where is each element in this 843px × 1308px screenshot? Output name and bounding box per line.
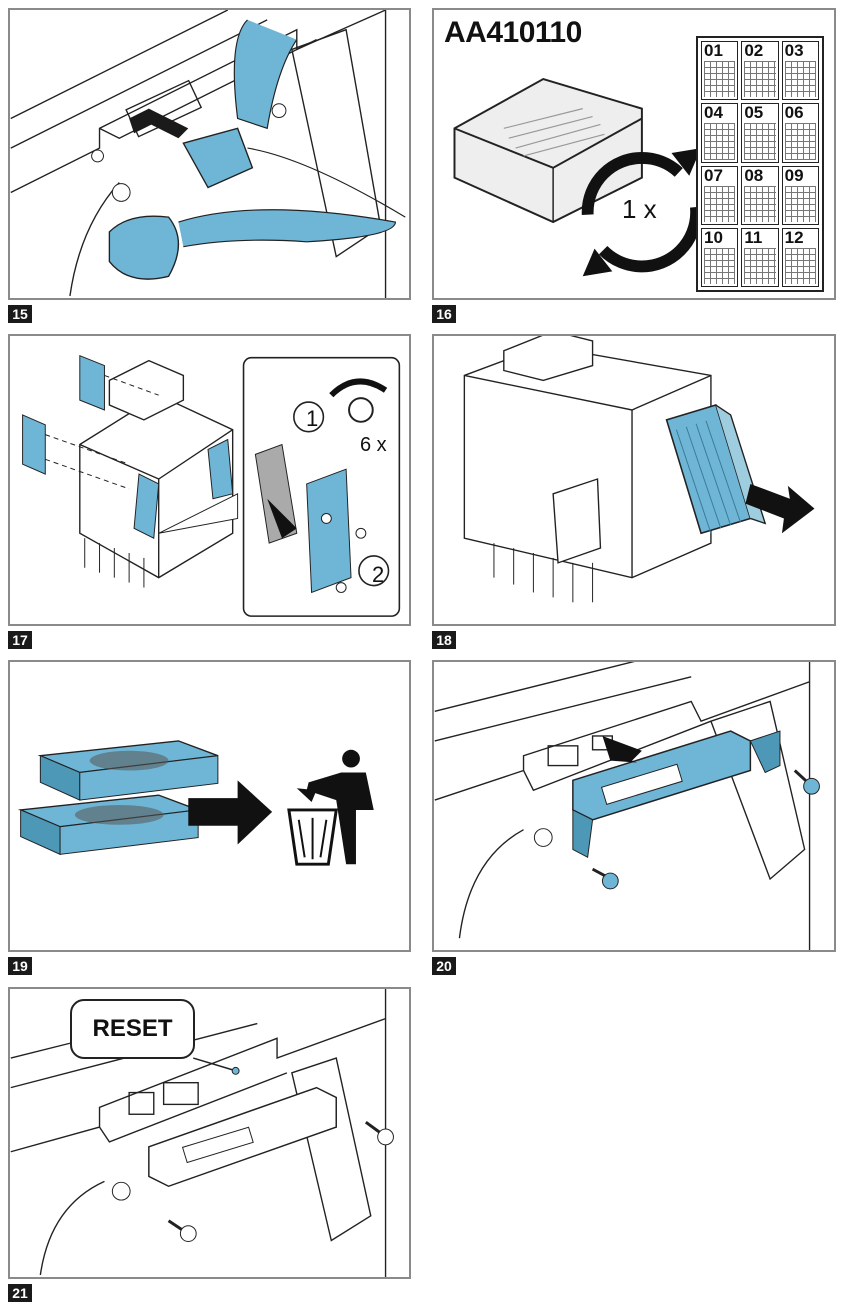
calendar-month: 02 bbox=[741, 41, 779, 101]
step-number-badge: 17 bbox=[8, 631, 32, 649]
panel-step-18 bbox=[432, 334, 836, 626]
calendar-month: 09 bbox=[781, 165, 819, 225]
step-marker-2: 2 bbox=[372, 562, 385, 587]
filter-cover-removal-illustration bbox=[22, 354, 401, 617]
reset-button bbox=[231, 1066, 240, 1075]
calendar-month: 01 bbox=[701, 41, 739, 101]
calendar-icon: 01 02 03 04 05 06 07 08 09 10 11 12 bbox=[696, 36, 824, 292]
reset-button-illustration bbox=[10, 989, 394, 1277]
filter-replacement-illustration bbox=[453, 77, 703, 277]
power-cord-illustration bbox=[10, 10, 406, 298]
calendar-month: 03 bbox=[781, 41, 819, 101]
model-number: AA410110 bbox=[444, 16, 582, 49]
arrow-icon bbox=[602, 735, 642, 763]
filter-extraction-illustration bbox=[463, 336, 815, 603]
screw-icon bbox=[335, 582, 347, 593]
panel-step-15 bbox=[8, 8, 411, 300]
bracket-mounting-illustration bbox=[434, 662, 820, 950]
screw-icon bbox=[793, 769, 820, 795]
arrow-icon bbox=[745, 483, 815, 534]
screw-icon bbox=[167, 1219, 197, 1242]
step-marker-1: 1 bbox=[306, 406, 319, 431]
calendar-month: 11 bbox=[741, 227, 779, 287]
step-number-badge: 19 bbox=[8, 957, 32, 975]
panel-step-21: RESET bbox=[8, 987, 411, 1279]
turn-count: 6 x bbox=[360, 434, 387, 456]
step-number-badge: 18 bbox=[432, 631, 456, 649]
panel-step-16: AA410110 1 x 01 02 03 04 05 06 07 08 09 … bbox=[432, 8, 836, 300]
filter-disposal-illustration bbox=[17, 740, 374, 866]
screw-icon bbox=[320, 513, 332, 524]
calendar-month: 08 bbox=[741, 165, 779, 225]
step-number-badge: 21 bbox=[8, 1284, 32, 1302]
panel-step-19 bbox=[8, 660, 411, 952]
screw-icon bbox=[355, 527, 367, 539]
screw-icon bbox=[591, 867, 619, 890]
trash-bin-icon bbox=[287, 749, 374, 866]
panel-step-20 bbox=[432, 660, 836, 952]
calendar-month: 06 bbox=[781, 103, 819, 163]
calendar-month: 07 bbox=[701, 165, 739, 225]
arrow-icon bbox=[188, 780, 273, 845]
step-number-badge: 16 bbox=[432, 305, 456, 323]
calendar-month: 05 bbox=[741, 103, 779, 163]
screw-icon bbox=[364, 1120, 394, 1146]
step-number-badge: 15 bbox=[8, 305, 32, 323]
calendar-month: 04 bbox=[701, 103, 739, 163]
rotation-count: 1 x bbox=[622, 194, 657, 224]
calendar-month: 12 bbox=[781, 227, 819, 287]
calendar-month: 10 bbox=[701, 227, 739, 287]
reset-callout: RESET bbox=[70, 999, 195, 1059]
thumb-screw-icon bbox=[348, 397, 374, 423]
panel-step-17: 1 2 6 x bbox=[8, 334, 411, 626]
step-number-badge: 20 bbox=[432, 957, 456, 975]
